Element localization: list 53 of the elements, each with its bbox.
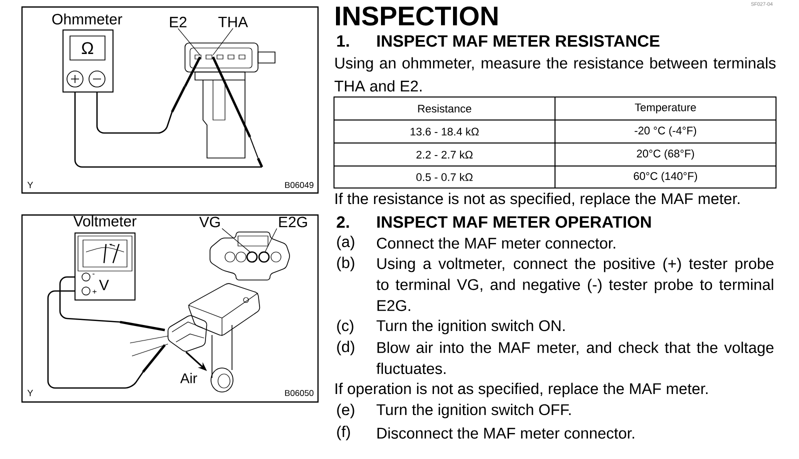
table-cell: 20°C (68°F) bbox=[554, 142, 776, 166]
figure-mark: Y bbox=[27, 182, 33, 188]
table-cell: 13.6 - 18.4 kΩ bbox=[334, 120, 556, 144]
test-lead bbox=[74, 92, 264, 168]
leader-line bbox=[178, 28, 200, 56]
paragraph: Blow air into the MAF meter, and check that the voltage fluctuates. bbox=[376, 342, 774, 374]
test-lead bbox=[47, 290, 166, 389]
test-lead bbox=[96, 86, 186, 134]
paragraph: If operation is not as specified, replace the MAF meter. bbox=[336, 382, 708, 398]
test-lead bbox=[59, 276, 166, 332]
paragraph: Using a voltmeter, connect the positive (+) tester probe to terminal VG, and negative (-) tester probe to terminal E2G. bbox=[376, 258, 774, 312]
figure-number: B06050 bbox=[285, 390, 314, 396]
connector-drawing bbox=[210, 232, 290, 280]
meter-label: Ohmmeter bbox=[52, 14, 122, 24]
meter-label: Voltmeter bbox=[73, 216, 136, 226]
table-cell: Resistance bbox=[334, 96, 556, 120]
paragraph: Connect the MAF meter connector. bbox=[377, 237, 616, 249]
paragraph: Using an ohmmeter, measure the resistance between terminals THA and E2. bbox=[334, 57, 776, 92]
item-letter: (b) bbox=[337, 256, 354, 272]
step-number: 2. bbox=[336, 216, 349, 228]
sensor-drawing bbox=[184, 42, 276, 158]
table-cell: 2.2 - 2.7 kΩ bbox=[334, 142, 556, 166]
terminal-label: E2G bbox=[279, 216, 307, 228]
step-heading: INSPECT MAF METER OPERATION bbox=[377, 216, 651, 228]
paragraph: Turn the ignition switch ON. bbox=[376, 320, 565, 334]
item-letter: (c) bbox=[337, 320, 354, 334]
paragraph: Turn the ignition switch OFF. bbox=[376, 404, 571, 418]
item-letter: (a) bbox=[337, 236, 354, 250]
item-letter: (f) bbox=[337, 426, 350, 440]
table-cell: -20 °C (-4°F) bbox=[554, 120, 776, 144]
item-letter: (d) bbox=[337, 340, 354, 356]
leader-line bbox=[264, 228, 278, 252]
figure-number: B06049 bbox=[285, 182, 314, 188]
page-title: INSPECTION bbox=[336, 6, 498, 26]
paragraph: If the resistance is not as specified, replace the MAF meter. bbox=[336, 192, 740, 208]
leader-line bbox=[222, 228, 250, 252]
table-cell: 60°C (140°F) bbox=[554, 166, 776, 188]
meter-symbol: Ω bbox=[82, 42, 94, 54]
leader-line bbox=[212, 28, 234, 56]
terminal-sign: + bbox=[92, 290, 96, 294]
step-number: 1. bbox=[337, 35, 349, 47]
terminal-label: THA bbox=[218, 16, 248, 28]
sensor-drawing bbox=[130, 283, 260, 392]
table-cell: Temperature bbox=[554, 96, 776, 120]
figure-mark: Y bbox=[27, 390, 33, 396]
table-cell: 0.5 - 0.7 kΩ bbox=[334, 166, 556, 188]
meter-symbol: V bbox=[99, 280, 109, 290]
paragraph: Disconnect the MAF meter connector. bbox=[377, 427, 634, 439]
air-label: Air bbox=[180, 372, 198, 384]
step-heading: INSPECT MAF METER RESISTANCE bbox=[377, 35, 660, 47]
terminal-label: VG bbox=[199, 216, 220, 228]
item-letter: (e) bbox=[337, 404, 354, 418]
terminal-label: E2 bbox=[170, 16, 186, 28]
